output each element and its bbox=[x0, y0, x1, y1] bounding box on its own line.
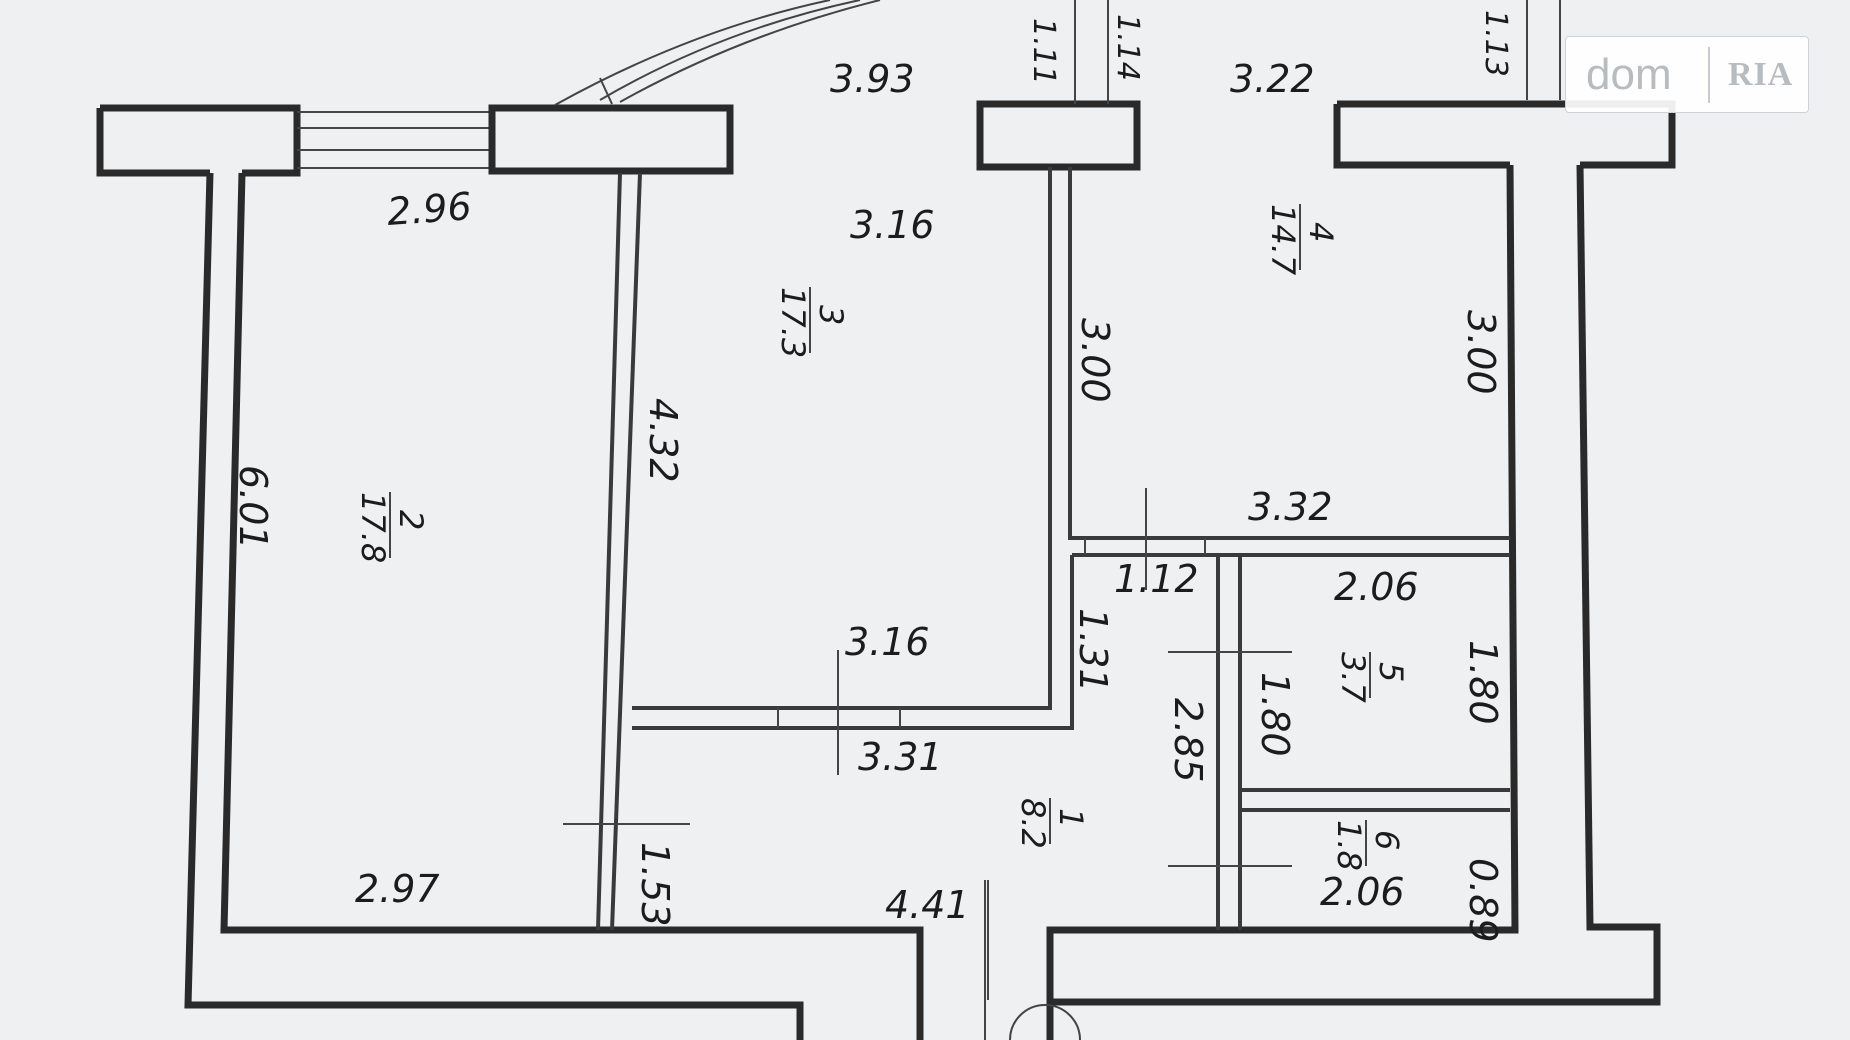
dim-wc-side: 0.89 bbox=[1461, 858, 1505, 943]
dim-corridor-side: 2.85 bbox=[1166, 698, 1210, 783]
room-6-area: 1.8 bbox=[1330, 820, 1368, 871]
dim-room3-bottom: 3.16 bbox=[845, 620, 930, 664]
room-6-number: 6 bbox=[1368, 830, 1406, 850]
dim-hall-bottom: 4.41 bbox=[885, 883, 970, 927]
room-1-number: 1 bbox=[1052, 808, 1090, 828]
logo-dom-text: dom bbox=[1586, 49, 1672, 99]
room-5-area: 3.7 bbox=[1334, 652, 1372, 704]
dim-room2-side: 6.01 bbox=[231, 465, 275, 550]
dim-bath-left: 1.80 bbox=[1253, 672, 1297, 757]
logo-divider bbox=[1708, 46, 1710, 103]
dim-bath-right: 1.80 bbox=[1461, 640, 1505, 725]
room-4-number: 4 bbox=[1302, 222, 1340, 242]
room-labels: 1 8.2 2 17.8 3 17.3 4 14.7 5 3.7 6 1.8 bbox=[354, 204, 1410, 871]
dim-room4-left: 3.00 bbox=[1073, 318, 1117, 403]
room-5-number: 5 bbox=[1372, 662, 1410, 682]
dim-hall-side: 1.31 bbox=[1071, 608, 1115, 693]
room-6-label: 6 1.8 bbox=[1330, 820, 1406, 871]
dim-top-right: 3.22 bbox=[1230, 57, 1315, 101]
room-1-label: 1 8.2 bbox=[1014, 798, 1090, 849]
outer-walls bbox=[96, 0, 1676, 1040]
dim-top-center: 3.93 bbox=[830, 57, 915, 101]
dim-room3-side: 4.32 bbox=[641, 398, 685, 483]
room-3-area: 17.3 bbox=[774, 287, 812, 358]
dim-corridor-top: 3.31 bbox=[858, 735, 943, 779]
room-3-number: 3 bbox=[812, 305, 850, 325]
dim-wc-bottom: 2.06 bbox=[1320, 870, 1405, 914]
dim-room4-bottom: 3.32 bbox=[1248, 485, 1333, 529]
dim-room2-bottom: 2.97 bbox=[355, 867, 440, 911]
room-2-area: 17.8 bbox=[354, 492, 392, 563]
room-4-label: 4 14.7 bbox=[1264, 204, 1340, 276]
dim-entry-short: 1.53 bbox=[633, 842, 677, 927]
room-1-area: 8.2 bbox=[1014, 798, 1052, 849]
watermark-logo: dom RIA bbox=[1565, 36, 1809, 113]
logo-ria-text: RIA bbox=[1728, 55, 1794, 93]
room-4-area: 14.7 bbox=[1264, 204, 1302, 276]
room-2-number: 2 bbox=[392, 510, 430, 530]
dimension-labels: 2.96 3.93 3.22 1.11 1.14 1.13 3.16 3.16 … bbox=[231, 10, 1513, 943]
dim-top-left-window: 2.96 bbox=[386, 184, 473, 234]
dim-vent-a: 1.11 bbox=[1026, 18, 1061, 85]
room-5-label: 5 3.7 bbox=[1334, 652, 1410, 704]
dim-room4-right: 3.00 bbox=[1459, 310, 1503, 395]
dim-bath-top: 2.06 bbox=[1334, 565, 1419, 609]
dim-vent-b: 1.14 bbox=[1110, 14, 1145, 81]
dim-vent-c: 1.13 bbox=[1478, 10, 1513, 77]
dim-hall-small: 1.12 bbox=[1114, 557, 1199, 601]
dim-room3-top: 3.16 bbox=[850, 203, 935, 247]
room-3-label: 3 17.3 bbox=[774, 287, 850, 358]
room-2-label: 2 17.8 bbox=[354, 492, 430, 563]
interior-walls bbox=[563, 167, 1510, 1000]
